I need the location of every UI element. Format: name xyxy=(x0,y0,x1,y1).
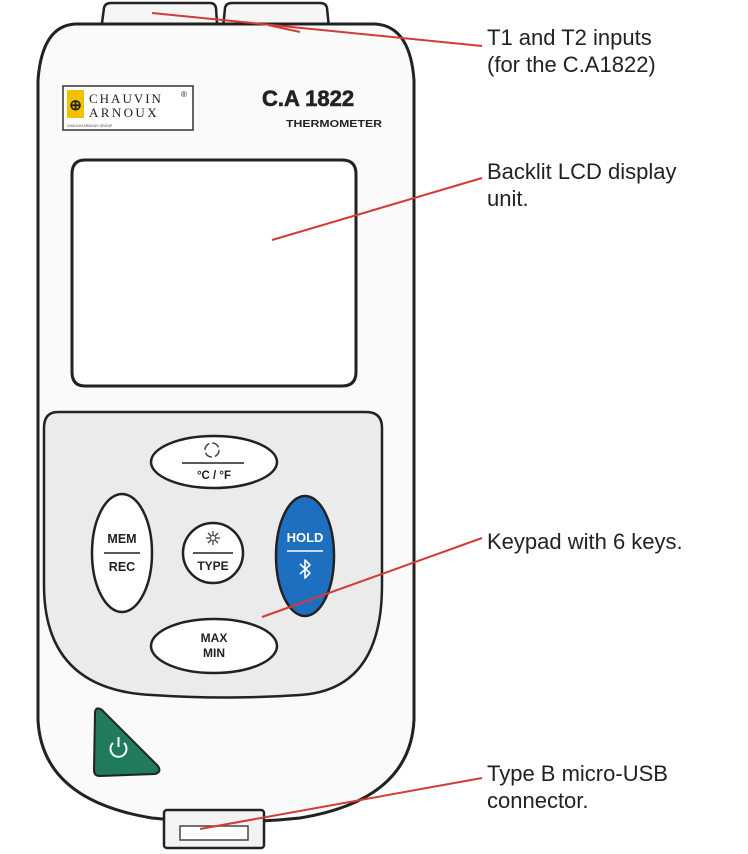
power-icon xyxy=(109,742,128,758)
unit-key-shape[interactable] xyxy=(149,434,279,490)
unit-key-label: °C / °F xyxy=(197,470,231,482)
leader-lcd xyxy=(271,177,483,241)
model-label: C.A 1822 xyxy=(262,86,354,111)
max-label: MAX xyxy=(201,631,228,645)
leader-keypad xyxy=(261,537,483,618)
bluetooth-icon xyxy=(299,559,311,579)
rec-label: REC xyxy=(109,560,135,574)
hold-label: HOLD xyxy=(287,530,324,545)
type-label: TYPE xyxy=(197,559,228,573)
lcd-display xyxy=(70,158,358,388)
callout-keypad-line1: Keypad with 6 keys. xyxy=(487,529,683,554)
callout-usb-line2: connector. xyxy=(487,788,589,813)
hold-key-shape[interactable] xyxy=(274,494,336,618)
brand-logo: ⊕ CHAUVIN ® ARNOUX CHAUVIN ARNOUX GROUP xyxy=(62,85,194,131)
max-min-key-shape[interactable] xyxy=(149,617,279,675)
type-key[interactable]: TYPE xyxy=(181,521,245,585)
backlight-sun-center xyxy=(210,535,216,541)
usb-connector xyxy=(162,808,266,850)
mem-label: MEM xyxy=(107,532,136,546)
mem-rec-key[interactable]: MEM REC xyxy=(90,492,154,614)
callout-inputs-line2: (for the C.A1822) xyxy=(487,52,656,77)
callout-inputs-line1: T1 and T2 inputs xyxy=(487,25,652,50)
logo-frame xyxy=(62,85,194,131)
brand-line1: CHAUVIN xyxy=(89,91,163,106)
callout-lcd: Backlit LCD display unit. xyxy=(487,158,742,212)
brand-line2: ARNOUX xyxy=(89,105,159,120)
leader-inputs xyxy=(151,12,483,47)
logo-emblem-mark: ⊕ xyxy=(69,97,82,114)
auto-off-circle-icon xyxy=(204,442,220,458)
min-label: MIN xyxy=(203,646,225,660)
leader-inputs-branch xyxy=(267,24,301,33)
unit-key[interactable]: °C / °F xyxy=(149,434,279,490)
usb-connector-port xyxy=(179,825,249,841)
max-min-key[interactable]: MAX MIN xyxy=(149,617,279,675)
power-key-shape[interactable] xyxy=(92,707,161,778)
brand-registered: ® xyxy=(181,90,187,99)
brand-tagline: CHAUVIN ARNOUX GROUP xyxy=(67,124,113,128)
hold-key[interactable]: HOLD xyxy=(274,494,336,618)
callout-keypad: Keypad with 6 keys. xyxy=(487,528,742,555)
callout-lcd-line1: Backlit LCD display xyxy=(487,159,677,184)
power-key[interactable] xyxy=(92,707,161,778)
callout-inputs: T1 and T2 inputs (for the C.A1822) xyxy=(487,24,742,78)
callout-lcd-line2: unit. xyxy=(487,186,529,211)
callout-usb: Type B micro-USB connector. xyxy=(487,760,739,814)
callout-usb-line1: Type B micro-USB xyxy=(487,761,668,786)
logo-emblem xyxy=(67,90,84,118)
model-subtitle: THERMOMETER xyxy=(286,119,383,130)
leader-usb xyxy=(199,777,483,830)
leader-lines xyxy=(151,12,483,830)
